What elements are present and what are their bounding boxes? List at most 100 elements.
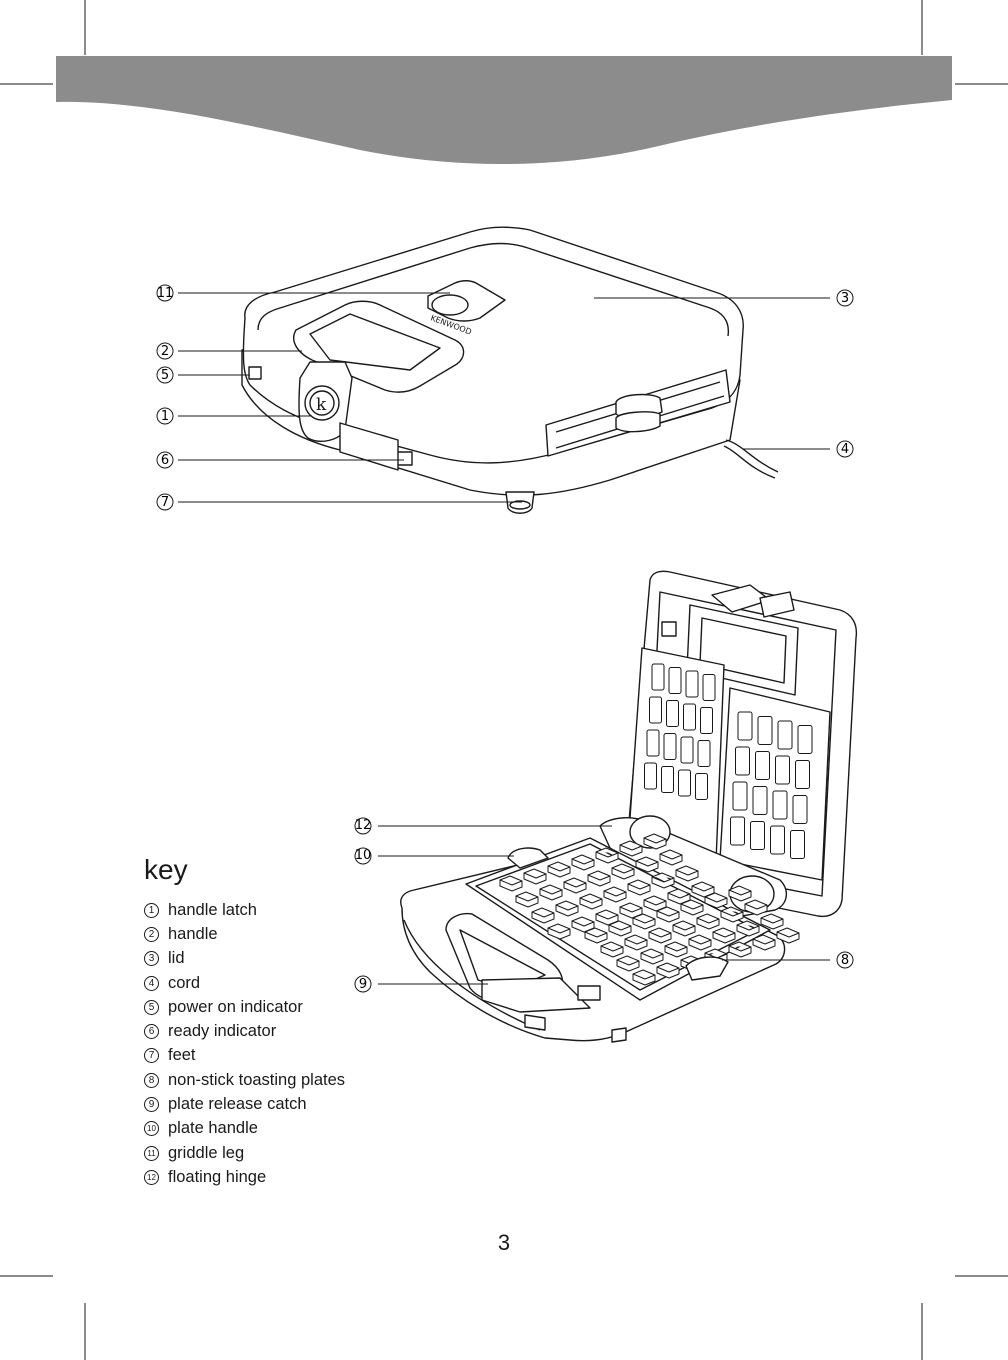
waffle-cell <box>672 920 696 937</box>
waffle-cell <box>571 916 595 933</box>
waffle-cell <box>728 885 752 902</box>
svg-text:8: 8 <box>841 953 849 968</box>
waffle-cell <box>632 969 656 986</box>
waffle-cell <box>704 892 728 909</box>
waffle-cell <box>644 762 657 790</box>
waffle-cell <box>720 906 744 923</box>
waffle-cell <box>555 900 579 917</box>
waffle-cell <box>776 927 800 944</box>
callout-2-top: 2 <box>156 342 174 360</box>
waffle-cell <box>702 674 716 701</box>
key-item-number: 11 <box>144 1145 159 1161</box>
key-item-label: feet <box>168 1046 196 1065</box>
waffle-cell <box>659 849 683 866</box>
key-item-label: plate release catch <box>168 1095 307 1114</box>
key-item-label: handle <box>168 924 218 943</box>
key-item-label: power on indicator <box>168 997 303 1016</box>
waffle-cell <box>579 893 603 910</box>
svg-text:10: 10 <box>355 848 372 863</box>
waffle-cell <box>651 663 665 691</box>
key-item-label: handle latch <box>168 900 257 919</box>
waffle-cell <box>651 872 675 889</box>
waffle-cell <box>777 720 793 750</box>
key-item-label: plate handle <box>168 1119 258 1138</box>
bottom-leader-lines <box>378 825 830 985</box>
waffle-cell <box>649 696 662 724</box>
waffle-cell <box>619 902 643 919</box>
waffle-cell <box>735 746 750 776</box>
svg-text:6: 6 <box>161 453 169 468</box>
waffle-cell <box>685 670 699 698</box>
foot <box>505 491 535 514</box>
waffle-cell <box>752 934 776 951</box>
key-item-number: 3 <box>144 951 159 967</box>
waffle-cell <box>772 790 788 820</box>
key-item-number: 8 <box>144 1072 159 1088</box>
waffle-cell <box>547 923 571 940</box>
key-item-number: 5 <box>144 999 159 1015</box>
power-indicator <box>248 366 262 380</box>
waffle-cell <box>728 941 752 958</box>
key-item-number: 10 <box>144 1121 159 1137</box>
top-callouts: 11 2 5 1 6 7 3 4 <box>156 284 854 511</box>
waffle-cell <box>732 781 748 811</box>
waffle-cell <box>624 934 648 951</box>
svg-text:9: 9 <box>359 977 367 992</box>
waffle-cell <box>656 906 680 923</box>
svg-text:7: 7 <box>161 495 169 510</box>
closed-appliance-drawing: KENWOOD k <box>241 226 779 514</box>
emblem-letter: k <box>316 395 327 415</box>
waffle-cell <box>608 920 632 937</box>
waffle-cell <box>770 825 785 855</box>
waffle-cell <box>571 854 595 871</box>
waffle-cell <box>643 895 667 912</box>
callout-10: 10 <box>354 847 372 865</box>
waffle-cell <box>790 830 805 859</box>
callout-8: 8 <box>836 951 854 969</box>
lid-grid-left <box>644 663 716 800</box>
waffle-cell <box>696 913 720 930</box>
key-item-number: 6 <box>144 1024 159 1040</box>
key-item: 10 plate handle <box>144 1117 404 1141</box>
top-leader-lines <box>178 292 830 503</box>
callout-12: 12 <box>354 817 372 835</box>
key-item-number: 12 <box>144 1169 159 1185</box>
header-banner <box>56 56 952 165</box>
svg-text:1: 1 <box>161 409 169 424</box>
callout-7-top: 7 <box>156 493 174 511</box>
waffle-cell <box>700 707 713 734</box>
waffle-cell <box>656 962 680 979</box>
waffle-cell <box>603 886 627 903</box>
waffle-cell <box>646 729 660 757</box>
waffle-cell <box>666 700 679 727</box>
cord <box>725 439 779 473</box>
svg-text:4: 4 <box>841 442 849 457</box>
waffle-cell <box>752 786 768 815</box>
waffle-cell <box>619 840 643 857</box>
waffle-cell <box>755 751 770 780</box>
lid-grid-right <box>730 711 813 859</box>
callout-4-top: 4 <box>836 440 854 458</box>
waffle-cell <box>531 907 555 924</box>
waffle-cell <box>547 861 571 878</box>
waffle-cell <box>611 863 635 880</box>
waffle-cell <box>499 875 523 892</box>
key-item-number: 1 <box>144 902 159 918</box>
waffle-cell <box>757 716 773 745</box>
waffle-cell <box>523 868 547 885</box>
key-title: key <box>144 854 188 885</box>
callout-1-top: 1 <box>156 407 174 425</box>
waffle-cell <box>737 711 753 741</box>
svg-text:2: 2 <box>161 344 169 359</box>
waffle-cell <box>539 884 563 901</box>
svg-text:11: 11 <box>157 286 174 301</box>
